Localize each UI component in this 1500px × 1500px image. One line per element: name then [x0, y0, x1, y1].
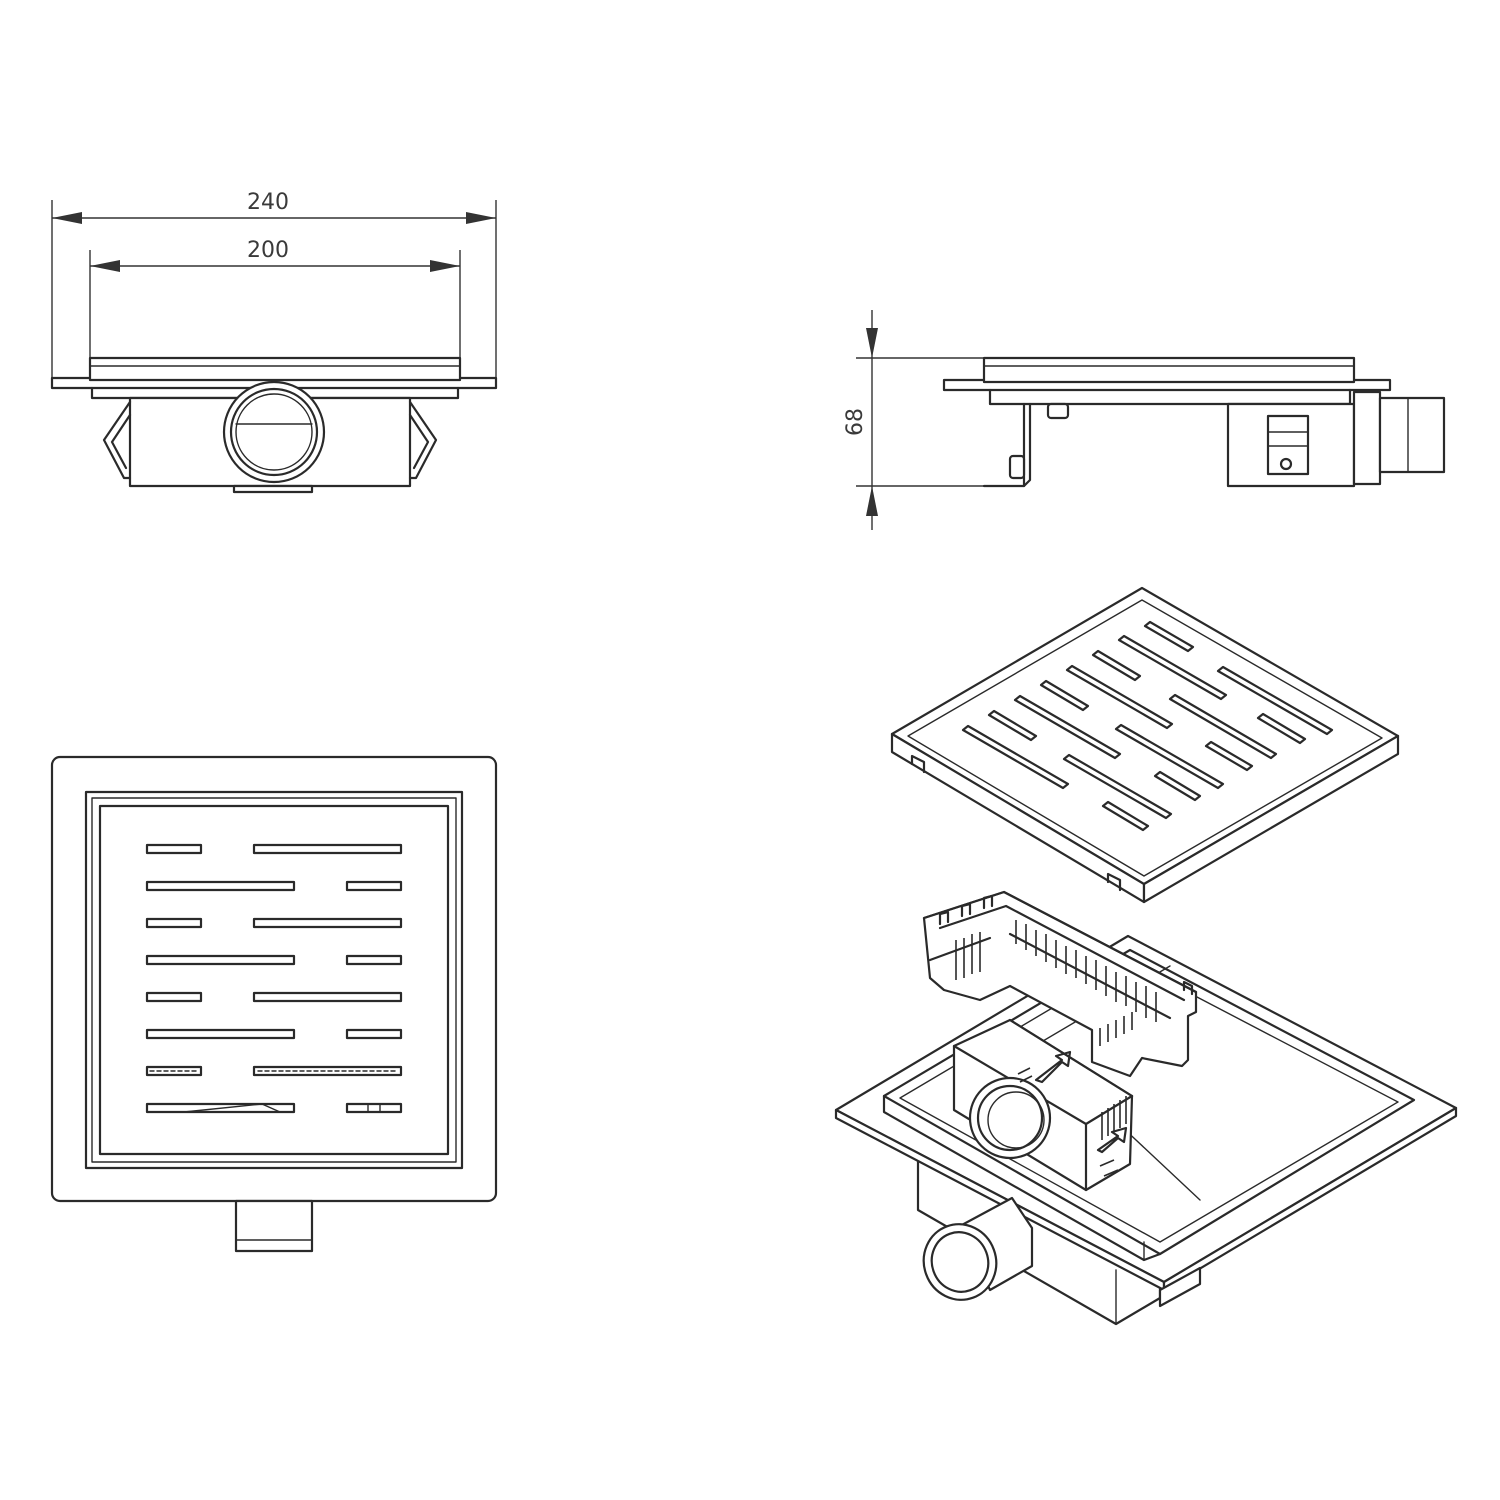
- isometric-trap-housing: [952, 1018, 1134, 1192]
- dimension-label-240: 240: [247, 190, 289, 215]
- side-view-body: [942, 356, 1446, 488]
- isometric-grate-slots: [961, 620, 1334, 832]
- front-view-body: [50, 356, 498, 494]
- housing-hatch: [1101, 1096, 1127, 1140]
- isometric-grate: [890, 586, 1400, 904]
- isometric-drain-body: [834, 934, 1458, 1326]
- exploded-isometric-view: [834, 586, 1458, 1326]
- dimension-height: 68: [843, 310, 1012, 530]
- strainer-hatch: [955, 920, 1157, 1046]
- top-view: [50, 755, 498, 1253]
- isometric-hair-strainer: [922, 890, 1198, 1078]
- dimension-label-200: 200: [247, 238, 289, 263]
- dimension-overall-width: 240: [51, 190, 497, 388]
- dimension-label-68: 68: [843, 408, 868, 436]
- dimension-grate-width: 200: [89, 238, 461, 358]
- side-view: 68: [843, 310, 1446, 530]
- grate-slots: [145, 843, 403, 1114]
- front-view: 240 200: [50, 190, 498, 494]
